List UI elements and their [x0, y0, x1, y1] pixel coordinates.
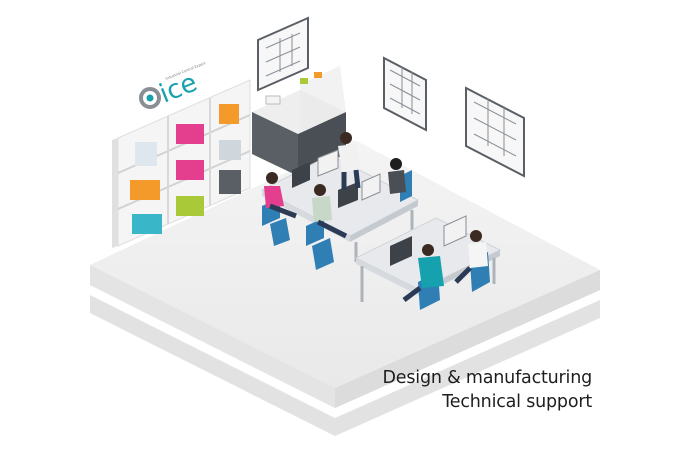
computer-monitors	[292, 149, 467, 266]
floor-platform	[90, 140, 600, 436]
schematic-poster-3	[465, 86, 525, 178]
binders-middle	[130, 140, 241, 200]
bookshelf	[112, 79, 251, 248]
caption: Design & manufacturing Technical support	[382, 366, 593, 414]
schematic-poster-1	[257, 16, 309, 92]
computer-monitor-icon	[292, 162, 310, 188]
people	[264, 132, 488, 302]
person-standing	[338, 132, 362, 190]
person-back-center	[312, 184, 348, 239]
caption-line-1: Design & manufacturing	[382, 368, 593, 388]
person-front-right	[454, 230, 488, 284]
person-back-right	[388, 158, 406, 194]
caption-line-2: Technical support	[442, 392, 592, 412]
ice-logo: ice Industrial Control Expert	[139, 61, 207, 109]
cabinets	[252, 66, 346, 176]
binders-top	[135, 104, 239, 166]
person-icon	[266, 172, 278, 184]
binders-bottom	[132, 170, 241, 234]
person-back-left	[264, 172, 297, 219]
person-front-left	[402, 244, 444, 302]
ice-logo-icon	[139, 87, 161, 109]
schematic-poster-2	[383, 56, 427, 132]
